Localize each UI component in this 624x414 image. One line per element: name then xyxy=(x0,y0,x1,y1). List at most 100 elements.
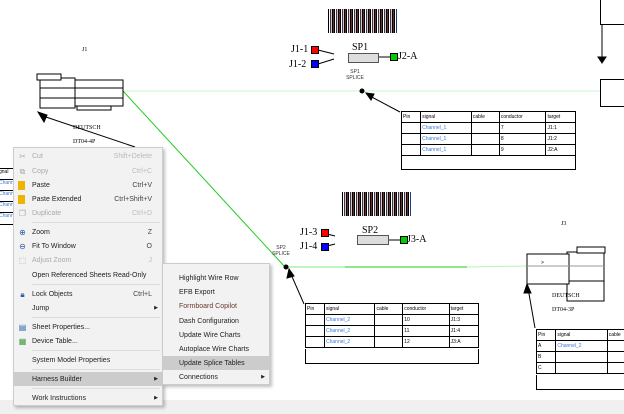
j3-ref: J3 xyxy=(561,221,567,227)
sp1-input-1: J1-1 xyxy=(291,44,309,55)
submenu-arrow-icon: ▶ xyxy=(261,374,265,380)
menu-item-label: Connections xyxy=(179,373,218,381)
pin-red[interactable] xyxy=(311,46,319,54)
signal-link[interactable]: Channel_1 xyxy=(420,122,472,134)
j3-connector[interactable]: > xyxy=(525,237,620,302)
submenu-item-efb-export[interactable]: EFB Export xyxy=(163,285,269,299)
signal-link[interactable]: Channel_2 xyxy=(555,340,608,352)
signal-link[interactable]: Channel_1 xyxy=(420,144,472,156)
menu-item-label: Device Table... xyxy=(32,337,78,345)
table-row: C xyxy=(535,362,624,374)
pin-blue[interactable] xyxy=(311,60,319,68)
cell: 9 xyxy=(498,144,547,156)
sp2-output: J3-A xyxy=(407,234,427,245)
cell xyxy=(400,144,422,156)
submenu-item-highlight-wire-row[interactable]: Highlight Wire Row xyxy=(163,271,269,285)
cell: 7 xyxy=(498,122,547,134)
menu-item-harness-builder[interactable]: Harness Builder▶ xyxy=(14,372,162,386)
header-cable: cable xyxy=(470,111,500,123)
cell: J3:A xyxy=(448,336,480,348)
menu-item-label: Formboard Copilot xyxy=(179,302,237,310)
menu-item-shortcut: O xyxy=(146,242,152,250)
cell xyxy=(374,336,404,348)
drawing-canvas[interactable]: J1 DEUTSCH DT04-4P SP1 J1-1 J1-2 J2-A SP… xyxy=(0,0,624,400)
header-target: target xyxy=(448,303,480,315)
j2-connector-partial[interactable] xyxy=(600,0,624,25)
submenu-item-update-wire-charts[interactable]: Update Wire Charts xyxy=(163,328,269,342)
j1-connector[interactable] xyxy=(35,72,127,112)
pin-red[interactable] xyxy=(321,229,329,237)
menu-item-system-model-properties[interactable]: System Model Properties xyxy=(14,353,162,367)
pin-green[interactable] xyxy=(390,53,398,61)
menu-item-label: Highlight Wire Row xyxy=(179,274,239,282)
cell xyxy=(606,362,624,374)
menu-item-shortcut: Shift+Delete xyxy=(113,152,152,160)
submenu-arrow-icon: ▶ xyxy=(154,376,158,382)
wires xyxy=(36,20,607,329)
menu-item-device-table[interactable]: ▦Device Table... xyxy=(14,334,162,348)
signal-link[interactable]: Channel_2 xyxy=(323,336,376,348)
header-pin: Pin xyxy=(305,303,325,315)
menu-item-label: Autoplace Wire Charts xyxy=(179,345,250,353)
menu-item-shortcut: Ctrl+Shift+V xyxy=(114,195,152,203)
sheet-properties-icon: ▤ xyxy=(18,322,27,332)
submenu-item-formboard-copilot[interactable]: Formboard Copilot xyxy=(163,299,269,313)
cell: J1:1 xyxy=(545,122,576,134)
cell: 11 xyxy=(402,325,450,337)
menu-item-label: Dash Configuration xyxy=(179,317,239,325)
menu-item-sheet-properties[interactable]: ▤ Sheet Properties... xyxy=(14,320,162,334)
submenu-item-autoplace-wire-charts[interactable]: Autoplace Wire Charts xyxy=(163,342,269,356)
header-signal: signal xyxy=(420,111,472,123)
menu-item-shortcut: Ctrl+D xyxy=(131,209,152,217)
sp2-body[interactable] xyxy=(357,235,389,245)
menu-item-label: Update Splice Tables xyxy=(179,359,245,367)
paste-extended-icon xyxy=(18,194,25,204)
pin-blue[interactable] xyxy=(321,243,329,251)
cell: A xyxy=(535,340,557,352)
menu-item-label: Open Referenced Sheets Read-Only xyxy=(32,271,147,279)
menu-item-work-instructions[interactable]: Work Instructions▶ xyxy=(14,391,162,405)
submenu-item-dash-configuration[interactable]: Dash Configuration xyxy=(163,314,269,328)
menu-item-open-referenced-sheets[interactable]: Open Referenced Sheets Read-Only xyxy=(14,268,162,282)
menu-separator xyxy=(32,317,160,318)
table-footer xyxy=(536,375,624,390)
j2-connector-partial-body[interactable] xyxy=(600,79,624,107)
signal-link[interactable]: Channel_2 xyxy=(323,325,376,337)
cell: Chann xyxy=(0,202,14,213)
submenu-item-update-splice-tables[interactable]: Update Splice Tables xyxy=(163,356,269,370)
cell: 12 xyxy=(402,336,450,348)
cell xyxy=(606,351,624,363)
cell: C xyxy=(535,362,557,374)
menu-separator xyxy=(32,369,160,370)
paste-icon xyxy=(18,180,25,190)
header-conductor: conductor xyxy=(402,303,450,315)
menu-item-jump[interactable]: Jump▶ xyxy=(14,301,162,315)
submenu-item-connections[interactable]: Connections ▶ xyxy=(163,370,269,384)
table-footer xyxy=(305,349,479,364)
signal-link[interactable]: Channel_2 xyxy=(323,314,376,326)
j3-part: DT04-3P xyxy=(552,307,575,313)
header-cable: cable xyxy=(374,303,404,315)
pin-green[interactable] xyxy=(400,236,408,244)
menu-item-label: Zoom xyxy=(32,228,50,236)
cell xyxy=(470,133,500,145)
signal-link[interactable]: Channel_1 xyxy=(420,133,472,145)
menu-item-label: Sheet Properties... xyxy=(32,323,90,331)
menu-item-label: Jump xyxy=(32,304,50,312)
sp1-body[interactable] xyxy=(348,53,379,63)
